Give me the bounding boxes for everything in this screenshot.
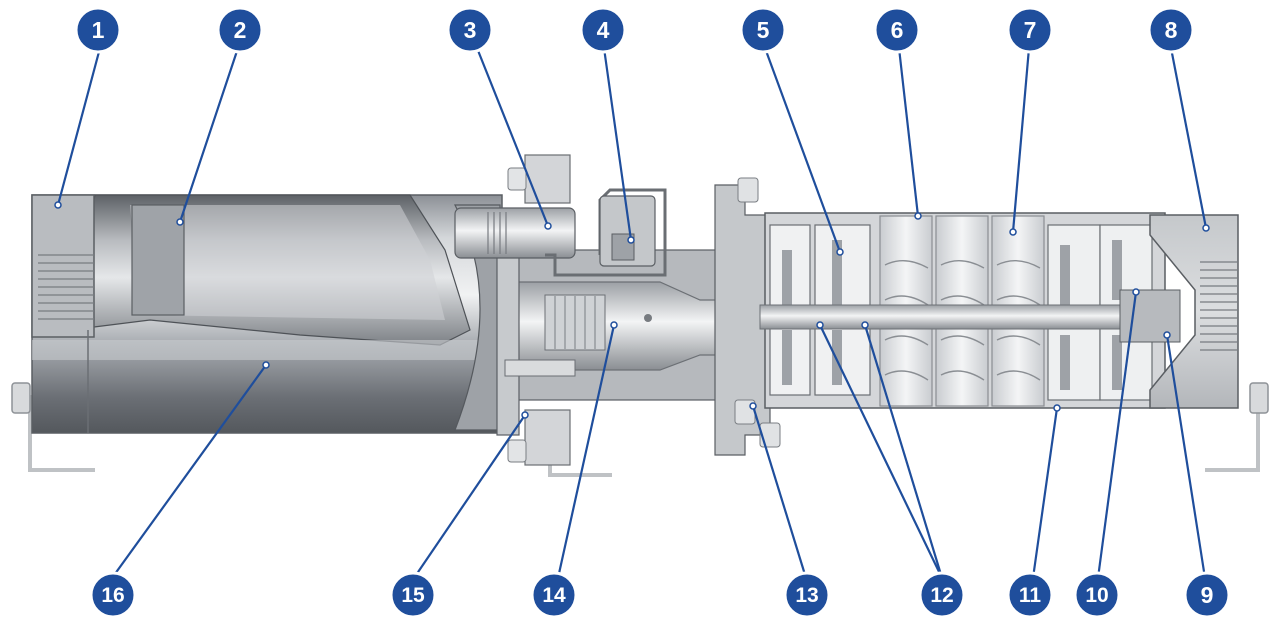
coupling-housing [454,154,781,466]
leader-5 [763,47,842,253]
callout-badge-10: 10 [1073,571,1121,619]
callout-badges: 1 2 3 4 5 6 7 8 [74,6,1231,619]
callout-badge-5: 5 [739,6,787,54]
callout-badge-12: 12 [918,571,966,619]
pump-section [759,212,1239,409]
leader-6 [897,47,920,217]
callout-label-1: 1 [92,17,105,43]
leader-10 [1096,291,1138,579]
leader-4 [602,47,633,241]
callout-badge-9: 9 [1183,571,1231,619]
callout-badge-2: 2 [216,6,264,54]
callout-badge-4: 4 [579,6,627,54]
leader-3 [475,47,550,227]
callout-label-7: 7 [1024,17,1037,43]
callout-badge-11: 11 [1006,571,1054,619]
motor-casing [31,194,503,434]
callout-label-6: 6 [891,17,904,43]
leader-15 [413,414,526,579]
callout-label-3: 3 [464,17,477,43]
leader-8 [1169,47,1208,229]
callout-badge-15: 15 [389,571,437,619]
leader-11 [1031,407,1059,579]
callout-label-10: 10 [1085,584,1108,607]
callout-badge-13: 13 [783,571,831,619]
leader-endpoints [54,201,1210,419]
callout-badge-1: 1 [74,6,122,54]
leader-1 [56,47,102,206]
callout-label-2: 2 [234,17,247,43]
callout-label-9: 9 [1201,582,1214,608]
callout-label-4: 4 [597,17,610,43]
leader-12a [819,324,943,579]
leader-14 [556,324,616,579]
leader-7 [1011,47,1031,233]
callout-label-13: 13 [795,584,818,607]
callout-label-5: 5 [757,17,770,43]
callout-label-16: 16 [101,584,124,607]
callout-label-8: 8 [1165,17,1178,43]
callout-badge-6: 6 [873,6,921,54]
callout-label-11: 11 [1019,584,1042,607]
bracket-bolts [11,382,1269,414]
callout-label-15: 15 [401,584,425,607]
callout-badge-14: 14 [530,571,578,619]
callout-badge-7: 7 [1006,6,1054,54]
callout-badge-3: 3 [446,6,494,54]
leader-lines [56,47,1208,579]
leader-9 [1165,334,1207,579]
leader-2 [178,47,240,223]
leader-12b [863,324,944,579]
callout-label-14: 14 [542,584,566,607]
leader-16 [111,364,267,579]
leader-13 [751,405,808,579]
callout-label-12: 12 [930,584,953,607]
callout-badge-16: 16 [89,571,137,619]
callout-badge-8: 8 [1147,6,1195,54]
